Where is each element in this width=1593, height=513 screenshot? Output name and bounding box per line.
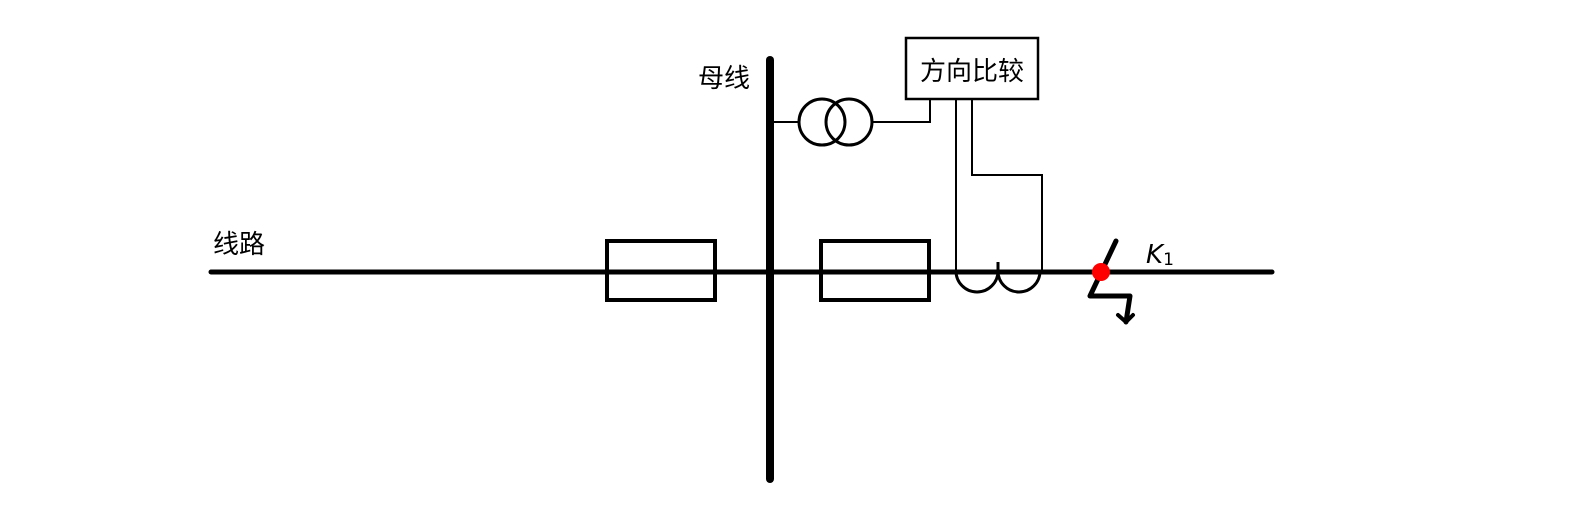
line-label: 线路 — [213, 230, 265, 260]
voltage-transformer — [770, 97, 874, 147]
breaker-left — [605, 239, 717, 302]
fault-lightning-icon — [1087, 238, 1133, 325]
fault-point — [1092, 263, 1110, 281]
bus-label: 母线 — [698, 64, 750, 94]
fault-label: K1 — [1146, 240, 1174, 270]
ct-lead-wire-2 — [971, 99, 1043, 271]
vt-lead-wire — [872, 99, 931, 123]
relay-box-label: 方向比较 — [920, 57, 1024, 87]
breaker-right — [819, 239, 931, 302]
fault-arrowhead-icon — [1116, 313, 1135, 324]
